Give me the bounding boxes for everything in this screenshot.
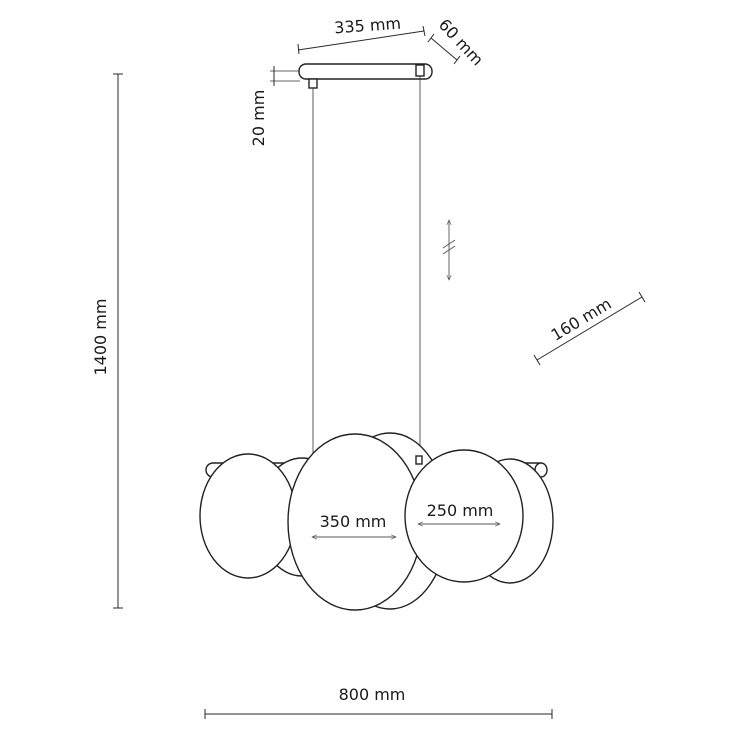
adjustable-length-arrow-icon — [442, 220, 456, 280]
small-disc-dimension: 250 mm — [418, 501, 500, 524]
lamp-body — [199, 432, 554, 611]
lower-depth-dimension: 160 mm — [533, 291, 646, 366]
total-height-dimension: 1400 mm — [91, 73, 123, 609]
large-disc-label: 350 mm — [320, 512, 387, 531]
canopy-length-label: 335 mm — [334, 14, 402, 38]
total-width-dimension: 800 mm — [204, 685, 553, 719]
canopy-height-dimension: 20 mm — [249, 66, 300, 146]
small-disc-label: 250 mm — [427, 501, 494, 520]
small-glass-disc — [404, 449, 524, 583]
glass-disc — [199, 453, 297, 579]
suspension-cables — [312, 76, 421, 460]
canopy-height-label: 20 mm — [249, 90, 268, 147]
canopy-depth-label: 60 mm — [435, 15, 488, 69]
total-height-label: 1400 mm — [91, 299, 110, 376]
canopy-length-dimension: 335 mm — [297, 14, 426, 55]
ceiling-canopy — [298, 63, 433, 89]
large-disc-dimension: 350 mm — [312, 512, 396, 537]
total-width-label: 800 mm — [339, 685, 406, 704]
canopy-depth-dimension: 60 mm — [427, 15, 488, 69]
